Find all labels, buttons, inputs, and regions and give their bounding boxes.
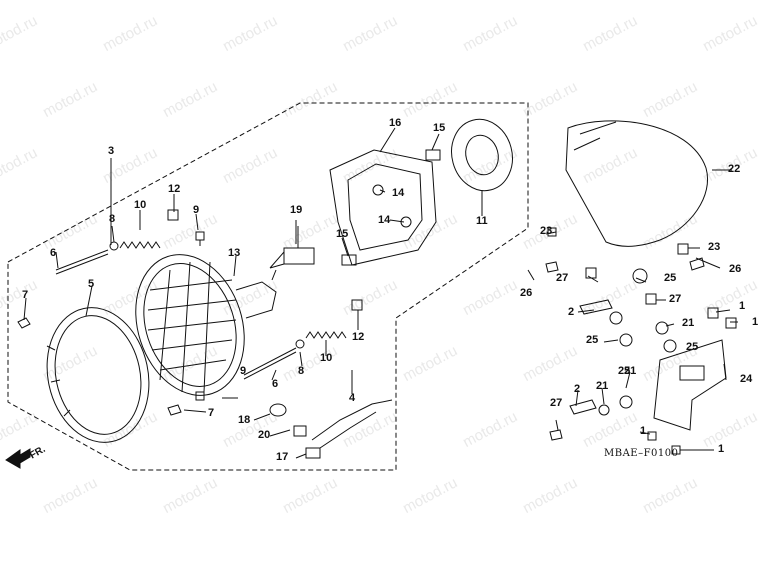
- bolt-lower: [195, 391, 205, 401]
- callout-1: 1: [718, 443, 725, 455]
- callout-16: 16: [389, 117, 402, 129]
- spring-upper: [119, 241, 161, 249]
- callout-8: 8: [109, 213, 116, 225]
- long-screw-lower: [243, 347, 297, 380]
- callout-21: 21: [682, 317, 695, 329]
- long-screw-upper: [55, 249, 109, 275]
- callout-20: 20: [258, 429, 271, 441]
- callout-23: 23: [540, 225, 553, 237]
- callout-3: 3: [108, 145, 115, 157]
- callout-4: 4: [349, 392, 356, 404]
- headlight-unit: [135, 254, 277, 396]
- nut-lower: [351, 299, 363, 311]
- drawing-code: MBAE–F0100: [604, 448, 679, 459]
- collar-upper: [109, 241, 119, 251]
- callout-12: 12: [352, 331, 365, 343]
- mounting-bracket: [329, 149, 437, 266]
- callout-10: 10: [134, 199, 147, 211]
- callout-22: 22: [728, 163, 741, 175]
- callout-26: 26: [729, 263, 742, 275]
- nut-upper: [167, 209, 179, 221]
- bolt-upper: [195, 231, 205, 246]
- bracket-clip-upper: [425, 149, 441, 161]
- callout-27: 27: [669, 293, 682, 305]
- assembly-boundary: [7, 102, 529, 471]
- callout-7: 7: [208, 407, 215, 419]
- callout-2: 2: [574, 383, 581, 395]
- callout-25: 25: [618, 365, 631, 377]
- wire-harness: [269, 399, 393, 459]
- screw-left: [17, 317, 31, 329]
- callout-26: 26: [520, 287, 533, 299]
- callout-1: 1: [752, 316, 759, 328]
- headlight-rim: [46, 307, 150, 443]
- callout-5: 5: [88, 278, 95, 290]
- headlight-case: [565, 120, 708, 247]
- callout-27: 27: [556, 272, 569, 284]
- screw-bottom: [167, 404, 182, 416]
- callout-6: 6: [50, 247, 57, 259]
- callout-2: 2: [568, 306, 575, 318]
- headlight-bulb: [269, 226, 315, 281]
- callout-12: 12: [168, 183, 181, 195]
- spring-lower: [305, 331, 347, 339]
- headlight-stay: [653, 339, 727, 431]
- front-direction-arrow: [5, 448, 31, 469]
- callout-21: 21: [596, 380, 609, 392]
- callout-15: 15: [433, 122, 446, 134]
- callout-15: 15: [336, 228, 349, 240]
- callout-7: 7: [22, 289, 29, 301]
- callout-25: 25: [664, 272, 677, 284]
- callout-18: 18: [238, 414, 251, 426]
- callout-1: 1: [640, 425, 647, 437]
- callout-14: 14: [378, 214, 391, 226]
- socket-cover: [451, 118, 513, 192]
- callout-10: 10: [320, 352, 333, 364]
- callout-25: 25: [586, 334, 599, 346]
- grommet-upper: [372, 184, 384, 196]
- callout-21: 21: [624, 365, 637, 377]
- callout-14: 14: [392, 187, 405, 199]
- collar-lower: [295, 339, 305, 349]
- callout-11: 11: [476, 215, 488, 227]
- callout-8: 8: [298, 365, 305, 377]
- callout-23: 23: [708, 241, 721, 253]
- callout-27: 27: [550, 397, 563, 409]
- callout-13: 13: [228, 247, 241, 259]
- callout-19: 19: [290, 204, 303, 216]
- callout-1: 1: [739, 300, 746, 312]
- callout-25: 25: [686, 341, 699, 353]
- callout-9: 9: [193, 204, 200, 216]
- callout-9: 9: [240, 365, 247, 377]
- callout-6: 6: [272, 378, 279, 390]
- callout-17: 17: [276, 451, 289, 463]
- small-hardware: [545, 227, 737, 455]
- bracket-clip-lower: [341, 254, 357, 266]
- callout-24: 24: [740, 373, 753, 385]
